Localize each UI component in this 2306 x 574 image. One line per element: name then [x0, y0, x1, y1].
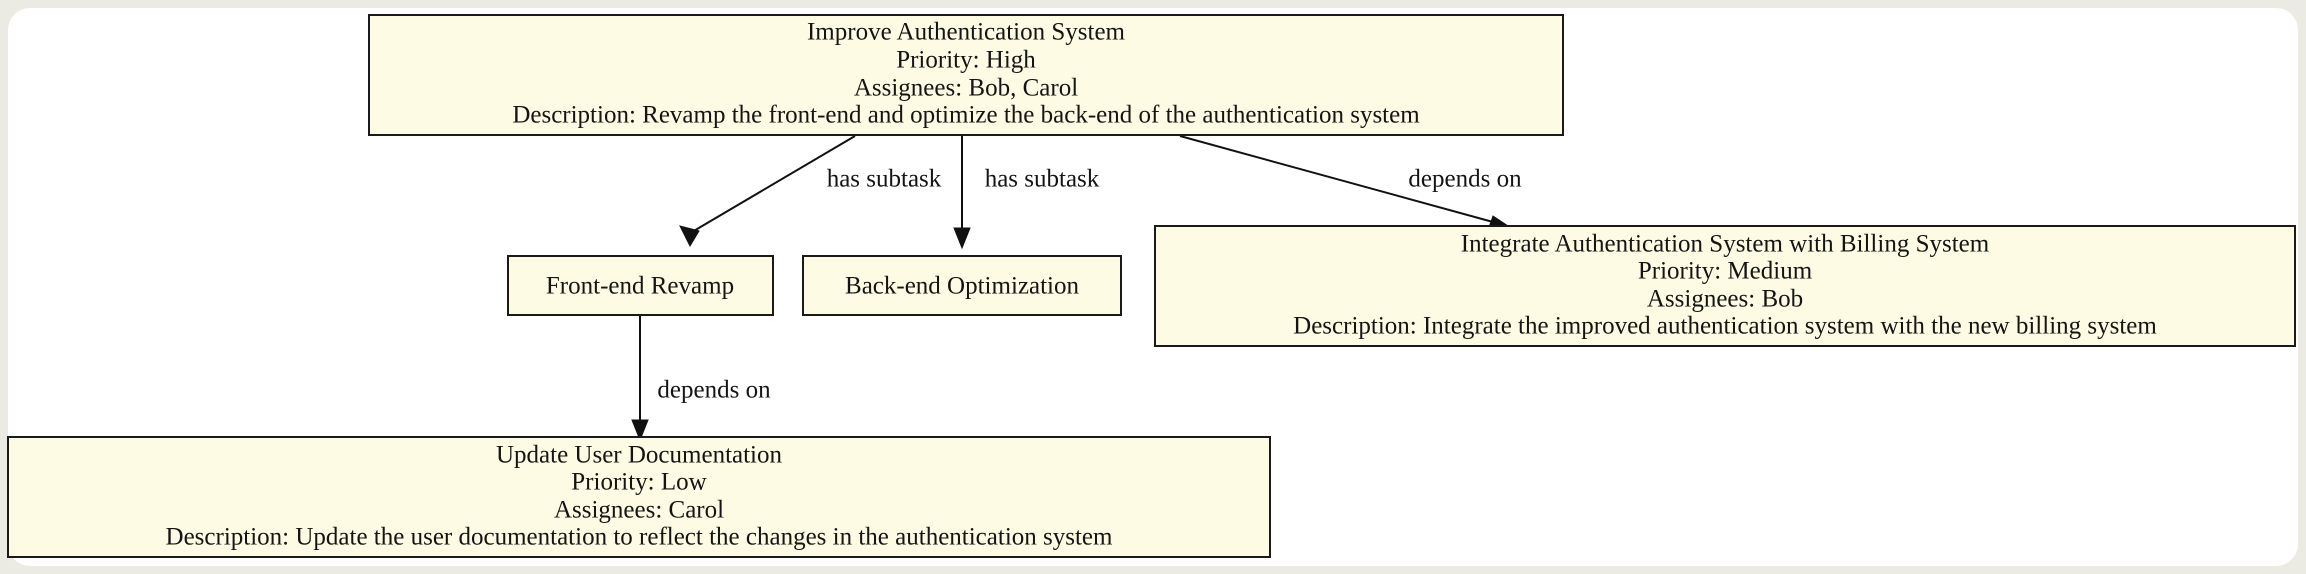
- node-assignees: Assignees: Bob: [1647, 286, 1803, 313]
- node-assignees: Assignees: Bob, Carol: [854, 75, 1078, 102]
- node-box: [802, 255, 1122, 316]
- node-back-end-optimization[interactable]: Back-end Optimization: [802, 255, 1122, 316]
- edge-line: [1179, 135, 1494, 223]
- edge-improve-to-frontend[interactable]: has subtask: [679, 135, 942, 248]
- node-priority: Priority: Medium: [1638, 258, 1813, 285]
- edge-label: depends on: [1408, 166, 1522, 193]
- node-description: Description: Update the user documentati…: [166, 524, 1113, 551]
- node-title: Back-end Optimization: [845, 273, 1079, 300]
- edge-improve-to-backend[interactable]: has subtask: [953, 136, 1100, 250]
- edge-line: [691, 135, 856, 233]
- arrowhead-icon: [631, 419, 649, 442]
- node-box: [7, 436, 1271, 558]
- edge-label: depends on: [657, 377, 771, 404]
- node-description: Description: Revamp the front-end and op…: [512, 102, 1420, 129]
- node-title: Front-end Revamp: [546, 273, 734, 300]
- node-box: [1154, 225, 2296, 347]
- node-improve-authentication-system[interactable]: Improve Authentication System Priority: …: [368, 14, 1564, 136]
- edge-frontend-to-docs[interactable]: depends on: [631, 315, 771, 442]
- node-title: Improve Authentication System: [807, 19, 1126, 46]
- edge-improve-to-integrate[interactable]: depends on: [1179, 135, 1522, 234]
- node-assignees: Assignees: Carol: [554, 497, 724, 524]
- node-title: Update User Documentation: [496, 442, 783, 469]
- node-update-user-documentation[interactable]: Update User Documentation Priority: Low …: [7, 436, 1271, 558]
- node-box: [368, 14, 1564, 136]
- node-box: [507, 255, 774, 316]
- node-priority: Priority: High: [896, 47, 1036, 74]
- edge-label: has subtask: [827, 166, 942, 193]
- arrowhead-icon: [679, 225, 700, 248]
- node-front-end-revamp[interactable]: Front-end Revamp: [507, 255, 774, 316]
- arrowhead-icon: [953, 227, 971, 250]
- edge-label: has subtask: [985, 166, 1100, 193]
- node-description: Description: Integrate the improved auth…: [1293, 313, 2157, 340]
- node-title: Integrate Authentication System with Bil…: [1461, 231, 1990, 258]
- node-integrate-authentication-system-with-billing-system[interactable]: Integrate Authentication System with Bil…: [1154, 225, 2296, 347]
- node-priority: Priority: Low: [571, 469, 706, 496]
